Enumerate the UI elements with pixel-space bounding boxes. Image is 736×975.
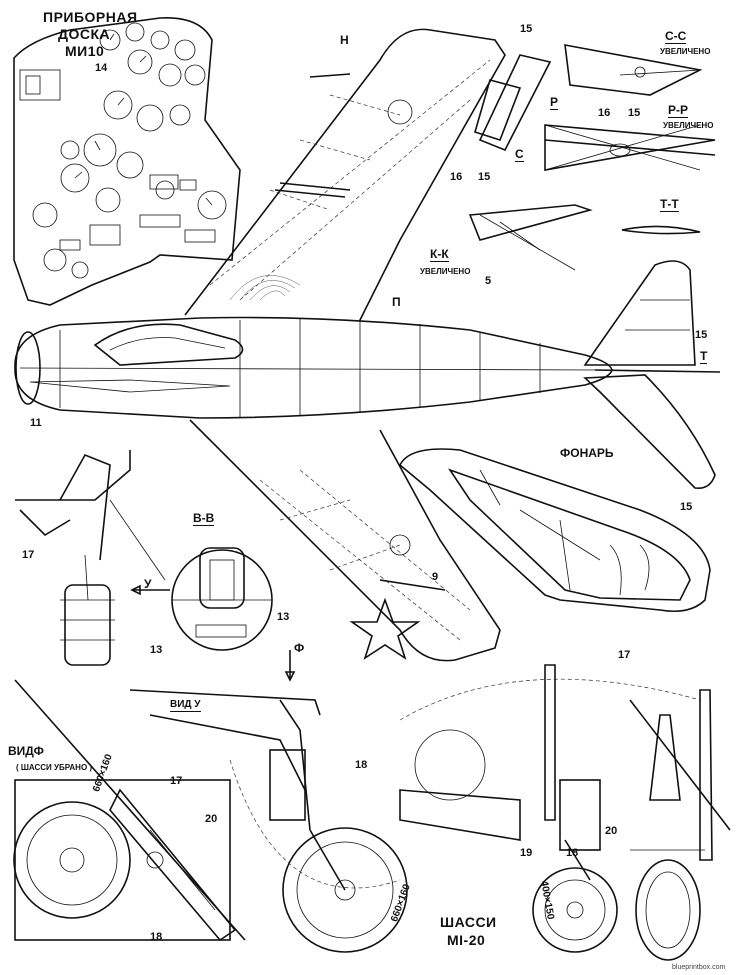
callout-18-c: 18 xyxy=(566,847,579,859)
aircraft-planform xyxy=(14,28,721,662)
section-details xyxy=(468,44,716,271)
instrument-panel xyxy=(13,17,241,306)
main-gear xyxy=(399,664,731,961)
callout-16-b: 16 xyxy=(450,171,463,183)
section-kk-label: К-К xyxy=(430,247,449,262)
callout-18-b: 18 xyxy=(150,931,163,943)
callout-15-c: 15 xyxy=(478,171,491,183)
upper-wing xyxy=(184,28,506,331)
callout-20-a: 20 xyxy=(205,813,218,825)
arrow-u-label: У xyxy=(144,577,152,591)
gear-title: ШАССИ xyxy=(440,914,497,930)
gear-title-line2: МI-20 xyxy=(447,932,486,948)
view-label-p: П xyxy=(392,295,401,309)
panel-title-line3: МИ10 xyxy=(65,43,105,59)
arrow-f-label: Ф xyxy=(294,641,305,655)
section-bb xyxy=(171,547,273,651)
view-f-note: ( ШАССИ УБРАНО ) xyxy=(16,763,93,772)
credit-text: blueprintbox.com xyxy=(672,964,726,971)
section-rr-note: УВЕЛИЧЕНО xyxy=(663,121,714,130)
vertical-tail xyxy=(583,260,696,366)
callout-16-a: 16 xyxy=(598,107,611,119)
callout-15-e: 15 xyxy=(680,501,693,513)
callout-20-b: 20 xyxy=(605,825,618,837)
section-kk-note: УВЕЛИЧЕНО xyxy=(420,267,471,276)
star-insignia xyxy=(349,597,421,660)
view-label-t: Т xyxy=(700,349,708,364)
panel-title-line2: ДОСКА xyxy=(58,26,111,42)
callout-18-a: 18 xyxy=(355,759,368,771)
view-label-r: Р xyxy=(550,95,559,110)
view-arrows xyxy=(130,584,296,682)
callout-17-c: 17 xyxy=(618,649,631,661)
canopy-label: ФОНАРЬ xyxy=(560,446,614,460)
horizontal-tail xyxy=(583,374,716,490)
section-tt-label: Т-Т xyxy=(660,197,679,212)
view-u-label: ВИД У xyxy=(170,699,201,712)
section-cc-label: С-С xyxy=(665,29,687,44)
callout-15-d: 15 xyxy=(695,329,708,341)
callout-15-b: 15 xyxy=(628,107,641,119)
section-rr-label: Р-Р xyxy=(668,103,689,118)
callout-9: 9 xyxy=(432,571,439,583)
view-u-gear xyxy=(129,689,408,953)
lower-wing xyxy=(189,419,501,662)
nose-gear-side xyxy=(15,450,166,666)
fuselage xyxy=(14,316,613,419)
callout-15-a: 15 xyxy=(520,23,533,35)
callout-19: 19 xyxy=(520,847,533,859)
section-bb-label: В-В xyxy=(193,511,215,526)
callout-13-a: 13 xyxy=(150,644,163,656)
canopy-drawing xyxy=(399,448,711,613)
callout-5: 5 xyxy=(485,275,492,287)
view-label-s: С xyxy=(515,147,524,162)
panel-title: ПРИБОРНАЯ xyxy=(43,9,138,25)
view-f-label: ВИДФ xyxy=(8,744,44,758)
callout-17-b: 17 xyxy=(170,775,183,787)
view-label-n: Н xyxy=(340,33,349,47)
section-cc-note: УВЕЛИЧЕНО xyxy=(660,47,711,56)
callout-17-a: 17 xyxy=(22,549,35,561)
callout-11: 11 xyxy=(30,417,42,429)
callout-13-b: 13 xyxy=(277,611,290,623)
callout-14: 14 xyxy=(95,62,108,74)
view-f xyxy=(13,679,246,942)
